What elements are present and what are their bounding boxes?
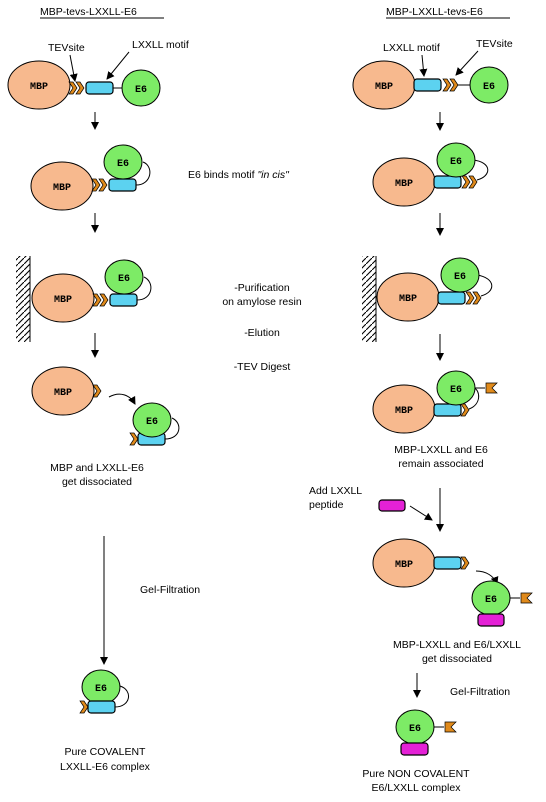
svg-text:MBP: MBP bbox=[375, 82, 393, 93]
right-bound-cis: MBP E6 bbox=[372, 142, 489, 207]
right-associated-label-2: remain associated bbox=[398, 458, 483, 470]
tevsite-label-right: TEVsite bbox=[476, 38, 513, 50]
svg-text:E6: E6 bbox=[118, 274, 130, 285]
left-dissociated-label-1: MBP and LXXLL-E6 bbox=[50, 462, 144, 474]
svg-text:MBP: MBP bbox=[54, 295, 72, 306]
svg-text:E6: E6 bbox=[485, 595, 497, 606]
lxxll-peptide bbox=[378, 499, 406, 512]
left-resin-bound: MBP E6 bbox=[16, 256, 152, 342]
tev-digest-label: -TEV Digest bbox=[234, 361, 291, 373]
svg-text:MBP: MBP bbox=[395, 560, 413, 571]
svg-text:E6: E6 bbox=[450, 385, 462, 396]
right-resin-bound: MBP E6 bbox=[362, 256, 493, 342]
right-final-label-2: E6/LXXLL complex bbox=[372, 782, 462, 794]
right-associated: MBP E6 bbox=[372, 370, 498, 434]
svg-text:E6: E6 bbox=[135, 85, 147, 96]
svg-text:MBP: MBP bbox=[30, 82, 48, 93]
svg-text:E6: E6 bbox=[483, 82, 495, 93]
svg-text:MBP: MBP bbox=[54, 388, 72, 399]
left-construct: MBP E6 bbox=[7, 60, 161, 110]
right-column-title: MBP-LXXLL-tevs-E6 bbox=[386, 6, 483, 18]
lxxll-motif-label: LXXLL motif bbox=[132, 39, 189, 51]
mbp-protein bbox=[7, 60, 71, 110]
tev-site bbox=[68, 81, 78, 95]
left-column-title: MBP-tevs-LXXLL-E6 bbox=[40, 6, 137, 18]
tev-site bbox=[75, 81, 85, 95]
lxxll-motif bbox=[85, 81, 114, 95]
gel-filtration-label-right: Gel-Filtration bbox=[450, 686, 510, 698]
right-dissociated-label-2: get dissociated bbox=[422, 653, 492, 665]
svg-text:E6: E6 bbox=[146, 417, 158, 428]
left-dissociated-label-2: get dissociated bbox=[62, 476, 132, 488]
svg-text:E6: E6 bbox=[454, 272, 466, 283]
svg-text:MBP: MBP bbox=[395, 179, 413, 190]
add-peptide-label-1: Add LXXLL bbox=[309, 485, 362, 497]
e6-protein bbox=[121, 69, 161, 107]
right-final-complex: E6 bbox=[395, 709, 457, 756]
svg-text:E6: E6 bbox=[450, 157, 462, 168]
right-associated-label-1: MBP-LXXLL and E6 bbox=[394, 444, 488, 456]
right-construct: MBP E6 bbox=[352, 60, 509, 110]
svg-text:E6: E6 bbox=[409, 724, 421, 735]
amylose-resin bbox=[16, 256, 30, 342]
svg-text:E6: E6 bbox=[117, 159, 129, 170]
svg-text:E6: E6 bbox=[95, 684, 107, 695]
lxxll-motif-label-right: LXXLL motif bbox=[383, 42, 440, 54]
elution-label: -Elution bbox=[244, 327, 280, 339]
svg-text:MBP: MBP bbox=[399, 294, 417, 305]
svg-text:MBP: MBP bbox=[395, 406, 413, 417]
svg-text:MBP: MBP bbox=[53, 183, 71, 194]
add-peptide-label-2: peptide bbox=[309, 499, 344, 511]
purification-label-2: on amylose resin bbox=[222, 296, 302, 308]
purification-label-1: -Purification bbox=[234, 282, 290, 294]
left-final-complex: E6 bbox=[79, 669, 129, 714]
gel-filtration-label-left: Gel-Filtration bbox=[140, 584, 200, 596]
left-final-label-2: LXXLL-E6 complex bbox=[60, 761, 151, 773]
tevsite-label: TEVsite bbox=[48, 42, 85, 54]
right-final-label-1: Pure NON COVALENT bbox=[362, 768, 470, 780]
binds-in-cis-label: E6 binds motif "in cis" bbox=[188, 169, 290, 181]
right-dissociated-label-1: MBP-LXXLL and E6/LXXLL bbox=[393, 639, 521, 651]
left-dissociated: MBP E6 bbox=[31, 366, 180, 446]
left-final-label-1: Pure COVALENT bbox=[65, 746, 146, 758]
right-dissociated: MBP E6 bbox=[372, 538, 533, 627]
left-bound-cis: MBP E6 bbox=[30, 144, 151, 211]
